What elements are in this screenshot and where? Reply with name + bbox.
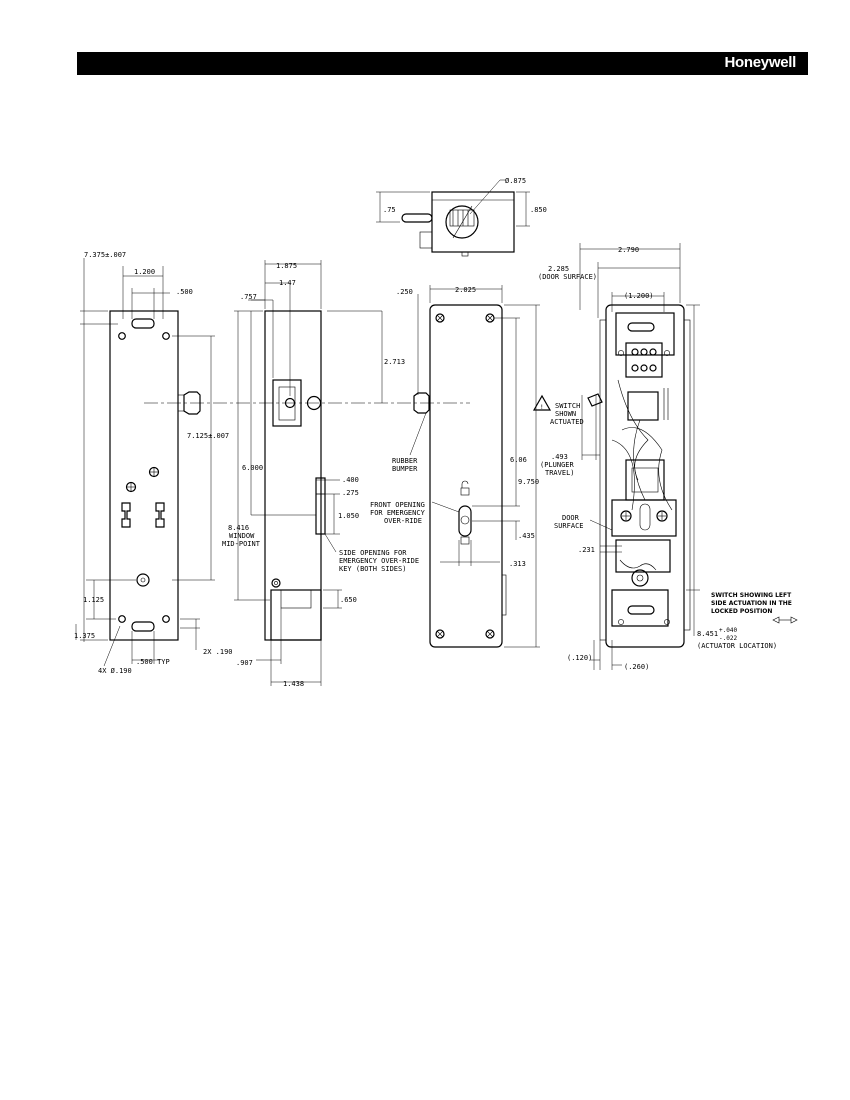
dim-8451: 8.451 bbox=[697, 630, 718, 638]
arrow-left-icon bbox=[772, 616, 780, 624]
dim-6000: 6.000 bbox=[242, 464, 263, 472]
rubber-bumper-label-1: RUBBER bbox=[392, 457, 418, 465]
front-opening-label-2: FOR EMERGENCY bbox=[370, 509, 426, 517]
side-opening-label-2: EMERGENCY OVER-RIDE bbox=[339, 557, 419, 565]
top-plunger bbox=[401, 213, 433, 223]
front-override-slot bbox=[458, 505, 472, 537]
plunger-label-1: (PLUNGER bbox=[540, 461, 575, 469]
door-surface-label-2: SURFACE bbox=[554, 522, 584, 530]
window bbox=[272, 379, 302, 427]
side-opening-label-3: KEY (BOTH SIDES) bbox=[339, 565, 406, 573]
dim-250: .250 bbox=[396, 288, 413, 296]
left-side-label-3: LOCKED POSITION bbox=[711, 608, 772, 615]
switch-shown-label-2: SHOWN bbox=[555, 410, 576, 418]
top-view bbox=[376, 179, 530, 257]
diameter-circle bbox=[445, 205, 479, 239]
dim-1125: 1.125 bbox=[83, 596, 104, 604]
dim-2025: 2.025 bbox=[455, 286, 476, 294]
arrow-right-icon bbox=[790, 616, 798, 624]
dim-1200: 1.200 bbox=[134, 268, 155, 276]
dim-1875: 1.875 bbox=[276, 262, 297, 270]
dim-275: .275 bbox=[342, 489, 359, 497]
switch-mechanism bbox=[615, 539, 671, 573]
dim-435: .435 bbox=[518, 532, 535, 540]
dim-8416: 8.416 bbox=[228, 524, 249, 532]
terminal-strip bbox=[625, 342, 663, 378]
dim-493: .493 bbox=[551, 453, 568, 461]
view-front-cover bbox=[417, 285, 540, 648]
side-bottom-block bbox=[270, 589, 322, 641]
dim-top-diameter: Ø.875 bbox=[505, 177, 526, 185]
rubber-bumper-1 bbox=[183, 391, 201, 415]
dim-260: (.260) bbox=[624, 663, 649, 671]
actuator-block bbox=[611, 499, 677, 537]
view-internal: ! bbox=[532, 243, 798, 670]
switch-shown-label-1: SWITCH bbox=[555, 402, 580, 410]
dim-500: .500 bbox=[176, 288, 193, 296]
rubber-bumper-2 bbox=[413, 392, 430, 414]
internal-body bbox=[605, 304, 685, 648]
left-side-label-1: SWITCH SHOWING LEFT bbox=[711, 592, 792, 599]
top-slot bbox=[131, 318, 155, 329]
dim-500-typ: .500 TYP bbox=[136, 658, 170, 666]
dim-231: .231 bbox=[578, 546, 595, 554]
side-body bbox=[264, 310, 322, 641]
honeywell-logo: Honeywell bbox=[724, 54, 797, 71]
view-mounting-plate bbox=[75, 258, 215, 667]
dim-757: .757 bbox=[240, 293, 257, 301]
dim-4x190: 4X Ø.190 bbox=[98, 667, 132, 675]
dim-907: .907 bbox=[236, 659, 253, 667]
center-hole bbox=[136, 573, 150, 587]
dim-2x190: 2X .190 bbox=[203, 648, 233, 656]
dim-650: .650 bbox=[340, 596, 357, 604]
switch-shown-label-3: ACTUATED bbox=[550, 418, 584, 426]
dim-606: 6.06 bbox=[510, 456, 527, 464]
front-opening-label-1: FRONT OPENING bbox=[370, 501, 425, 509]
header-bar: Honeywell bbox=[77, 52, 808, 75]
plunger-label-2: TRAVEL) bbox=[545, 469, 575, 477]
view-side bbox=[234, 260, 430, 686]
dim-1200-paren: (1.200) bbox=[624, 292, 654, 300]
dim-top-850: .850 bbox=[530, 206, 547, 214]
dim-147: 1.47 bbox=[279, 279, 296, 287]
bottom-slot bbox=[131, 621, 155, 632]
dim-7125: 7.125±.007 bbox=[187, 432, 229, 440]
window-label-2: MID-POINT bbox=[222, 540, 261, 548]
window-label-1: WINDOW bbox=[229, 532, 255, 540]
dim-1050: 1.050 bbox=[338, 512, 359, 520]
top-view-body bbox=[431, 191, 515, 253]
rubber-bumper-label-2: BUMPER bbox=[392, 465, 418, 473]
plunger bbox=[587, 393, 603, 407]
dim-400: .400 bbox=[342, 476, 359, 484]
door-surface-label-1: DOOR bbox=[562, 514, 580, 522]
side-opening-label-1: SIDE OPENING FOR bbox=[339, 549, 407, 557]
front-cover bbox=[429, 304, 503, 648]
warning-triangle-icon bbox=[532, 394, 552, 411]
dim-1438: 1.438 bbox=[283, 680, 304, 688]
left-side-label-2: SIDE ACTUATION IN THE bbox=[711, 600, 792, 607]
dim-9750: 9.750 bbox=[518, 478, 539, 486]
front-opening-label-3: OVER-RIDE bbox=[384, 517, 422, 525]
dim-top-75: .75 bbox=[383, 206, 396, 214]
dim-120: (.120) bbox=[567, 654, 592, 662]
mounting-plate bbox=[109, 310, 179, 641]
dim-8451-tol-plus: +.040 bbox=[719, 627, 737, 634]
actuator-location-label: (ACTUATOR LOCATION) bbox=[697, 642, 777, 650]
dim-2713: 2.713 bbox=[384, 358, 405, 366]
dim-8451-tol-minus: -.022 bbox=[719, 635, 737, 642]
dim-1375: 1.375 bbox=[74, 632, 95, 640]
dim-313: .313 bbox=[509, 560, 526, 568]
dim-2285: 2.285 bbox=[548, 265, 569, 273]
svg-text:!: ! bbox=[540, 404, 544, 411]
dim-2790: 2.790 bbox=[618, 246, 639, 254]
dim-door-surface: (DOOR SURFACE) bbox=[538, 273, 597, 281]
dim-7375: 7.375±.007 bbox=[84, 251, 126, 259]
